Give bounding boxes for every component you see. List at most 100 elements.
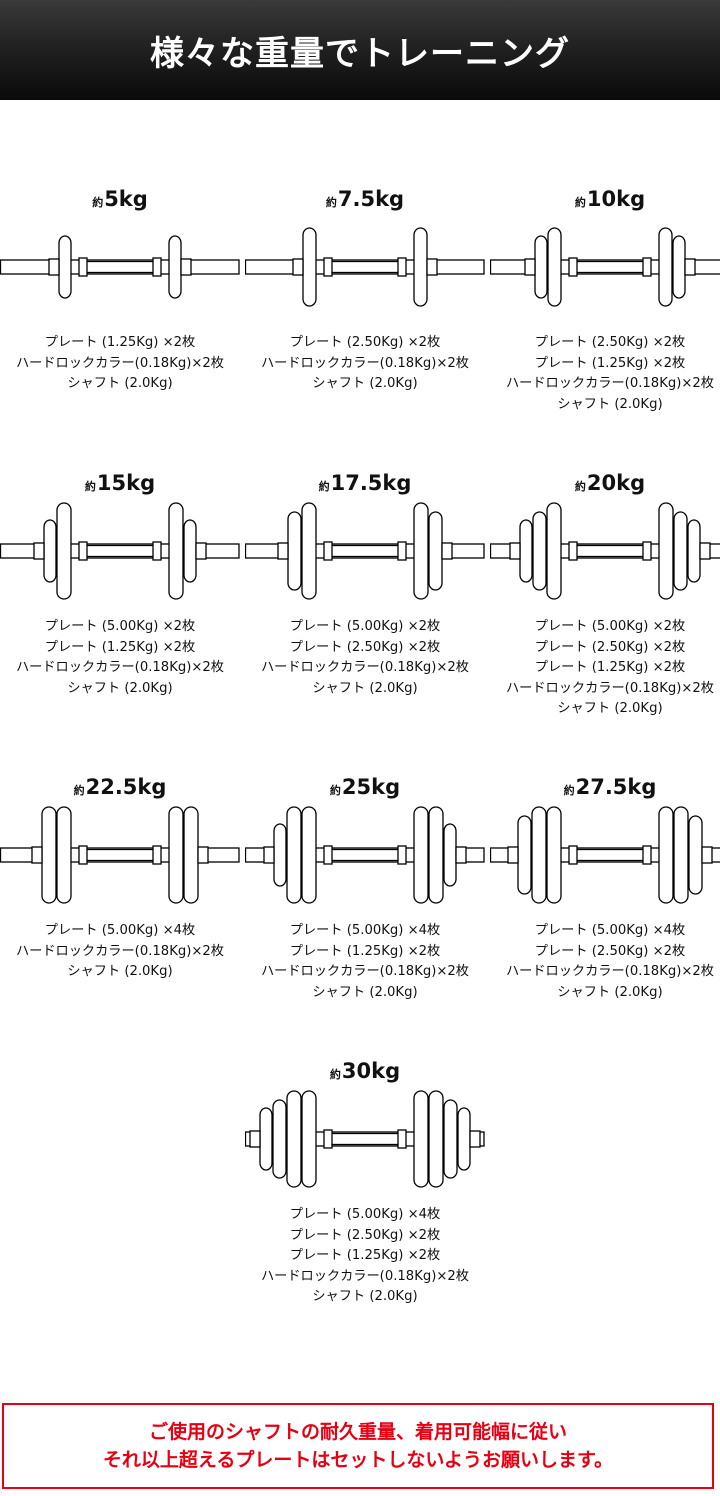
weight-label: 約17.5kg — [245, 471, 485, 495]
spec-line: プレート (5.00Kg) ×4枚 — [289, 1207, 441, 1222]
weight-plate-1-25kg — [273, 823, 287, 887]
spec-line: シャフト (2.0Kg) — [557, 984, 663, 1000]
spec-line: プレート (1.25Kg) ×2枚 — [289, 943, 441, 959]
shaft-grip — [324, 544, 406, 558]
weight-plate-2-5kg — [272, 1099, 287, 1179]
shaft-grip — [324, 848, 406, 862]
weight-plate-1-25kg — [672, 235, 686, 299]
collar — [642, 541, 652, 561]
end-collar — [197, 846, 209, 864]
shaft-grip — [79, 848, 161, 862]
end-collar — [31, 846, 43, 864]
weight-plate-2-5kg — [673, 511, 688, 591]
shaft-grip — [324, 260, 406, 274]
spec-line: ハードロックカラー(0.18Kg)×2枚 — [506, 680, 714, 696]
barbell-diagram — [244, 227, 485, 307]
weight-plate-1-25kg — [457, 1107, 471, 1171]
end-collar — [684, 258, 696, 276]
barbell-diagram — [0, 806, 240, 904]
end-collar — [263, 846, 275, 864]
end-collar — [509, 542, 521, 560]
spec-line: プレート (2.50Kg) ×2枚 — [534, 335, 686, 350]
spec-line: プレート (1.25Kg) ×2枚 — [534, 660, 686, 675]
weight-label: 約20kg — [490, 471, 720, 495]
weight-plate-5kg — [301, 1090, 317, 1188]
weight-plate-5kg — [56, 502, 72, 600]
collar — [323, 541, 333, 561]
collar — [152, 845, 162, 865]
weight-label: 約27.5kg — [490, 775, 720, 799]
weight-plate-2-5kg — [547, 227, 562, 307]
weight-value: 27.5kg — [575, 775, 657, 799]
weight-value: 10kg — [586, 187, 646, 211]
barbell-illustration — [244, 501, 485, 605]
spec-line: シャフト (2.0Kg) — [312, 376, 418, 391]
barbell-illustration — [244, 217, 485, 321]
weight-plate-5kg — [413, 502, 429, 600]
collar — [78, 845, 88, 865]
spec-list: プレート (5.00Kg) ×4枚ハードロックカラー(0.18Kg)×2枚シャフ… — [0, 921, 240, 983]
spec-line: プレート (5.00Kg) ×2枚 — [289, 619, 441, 634]
spec-line: ハードロックカラー(0.18Kg)×2枚 — [16, 943, 224, 959]
spec-line: ハードロックカラー(0.18Kg)×2枚 — [261, 964, 469, 979]
weight-plate-5kg — [531, 806, 547, 904]
barbell-diagram — [244, 806, 485, 904]
collar — [568, 257, 578, 277]
collar — [323, 845, 333, 865]
shaft-grip — [324, 1132, 406, 1146]
end-collar — [524, 258, 536, 276]
weight-value: 25kg — [341, 775, 401, 799]
end-collar — [292, 258, 304, 276]
weight-plate-2-5kg — [443, 1099, 458, 1179]
collar — [642, 845, 652, 865]
weight-label: 約25kg — [245, 775, 485, 799]
spec-line: プレート (5.00Kg) ×2枚 — [534, 619, 686, 634]
spec-line: シャフト (2.0Kg) — [67, 680, 173, 696]
barbell-illustration — [0, 805, 240, 909]
collar — [568, 541, 578, 561]
weight-value: 17.5kg — [330, 471, 412, 495]
spec-line: プレート (2.50Kg) ×2枚 — [534, 943, 686, 959]
weight-plate-5kg — [168, 502, 184, 600]
weight-label: 約10kg — [490, 187, 720, 211]
spec-line: ハードロックカラー(0.18Kg)×2枚 — [506, 376, 714, 391]
spec-list: プレート (5.00Kg) ×4枚プレート (1.25Kg) ×2枚ハードロック… — [245, 921, 485, 1003]
barbell-diagram — [0, 235, 240, 299]
weight-plate-1-25kg — [168, 235, 182, 299]
weight-label: 約22.5kg — [0, 775, 240, 799]
usage-notice: ご使用のシャフトの耐久重量、着用可能幅に従い それ以上超えるプレートはセットしな… — [2, 1403, 714, 1489]
spec-line: プレート (5.00Kg) ×2枚 — [44, 619, 196, 634]
weight-plate-1-25kg — [43, 519, 57, 583]
collar — [397, 1129, 407, 1149]
weight-plate-2-5kg — [517, 815, 532, 895]
spec-line: シャフト (2.0Kg) — [67, 964, 173, 979]
weight-plate-5kg — [168, 806, 184, 904]
spec-line: シャフト (2.0Kg) — [67, 376, 173, 391]
weight-plate-1-25kg — [519, 519, 533, 583]
weight-plate-2-5kg — [287, 511, 302, 591]
barbell-illustration — [0, 217, 240, 321]
barbell-diagram — [244, 502, 485, 600]
barbell-illustration — [244, 1089, 485, 1193]
weight-plate-5kg — [546, 806, 562, 904]
approx-prefix: 約 — [574, 196, 586, 209]
weight-plate-5kg — [286, 806, 302, 904]
spec-line: ハードロックカラー(0.18Kg)×2枚 — [261, 1268, 469, 1284]
approx-prefix: 約 — [329, 1068, 341, 1081]
weight-plate-1-25kg — [183, 519, 197, 583]
weight-plate-5kg — [413, 806, 429, 904]
barbell-diagram — [244, 1090, 485, 1188]
shaft-grip — [569, 848, 651, 862]
weight-plate-1-25kg — [58, 235, 72, 299]
weight-plate-5kg — [301, 502, 317, 600]
barbell-diagram — [489, 806, 720, 904]
end-collar — [249, 1130, 261, 1148]
approx-prefix: 約 — [73, 784, 85, 797]
weight-plate-1-25kg — [443, 823, 457, 887]
spec-line: プレート (2.50Kg) ×2枚 — [289, 639, 441, 655]
collar — [397, 541, 407, 561]
spec-line: プレート (5.00Kg) ×4枚 — [44, 923, 196, 938]
spec-line: プレート (5.00Kg) ×4枚 — [289, 923, 441, 938]
end-collar — [701, 846, 713, 864]
spec-line: プレート (1.25Kg) ×2枚 — [289, 1248, 441, 1263]
